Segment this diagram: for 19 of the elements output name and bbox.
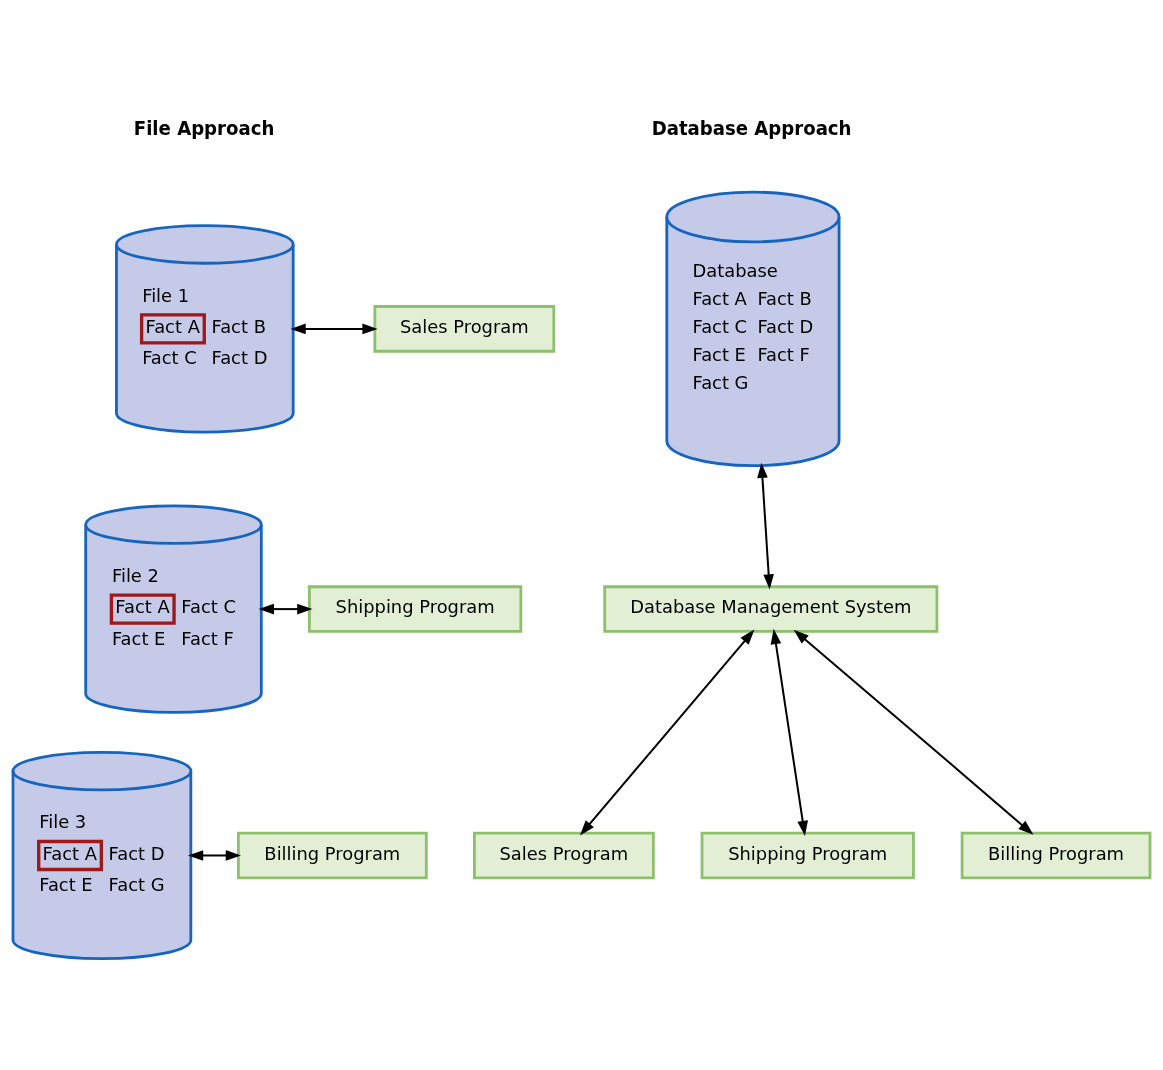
arrow (757, 462, 774, 590)
node-box: Shipping Program (700, 831, 915, 880)
arrow (187, 850, 241, 861)
node-box: Shipping Program (308, 585, 523, 633)
node-box: Sales Program (473, 831, 655, 880)
node-text: Fact A (115, 596, 170, 618)
node-text: Fact A (145, 316, 200, 338)
label: Database Approach (651, 116, 852, 141)
node-box: Database Management System (603, 585, 939, 633)
label: File Approach (133, 116, 275, 141)
node-box: Billing Program (236, 831, 428, 880)
arrow (258, 603, 313, 615)
arrow (579, 629, 755, 836)
arrow (793, 629, 1034, 835)
node-box: Sales Program (373, 305, 556, 353)
node-text: Fact A (42, 842, 97, 864)
node-box: Billing Program (960, 831, 1152, 880)
arrow (290, 323, 378, 335)
arrow (770, 628, 808, 837)
